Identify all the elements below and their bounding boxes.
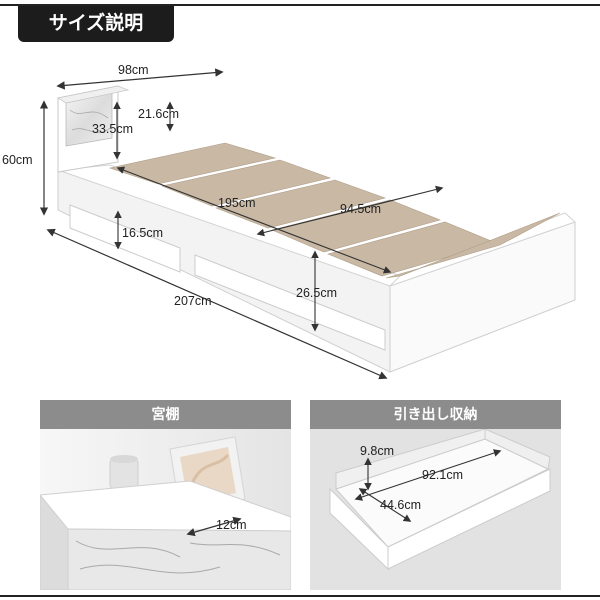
shelf-panel-title: 宮棚	[151, 406, 180, 422]
drawer-panel-image: 9.8cm 92.1cm 44.6cm	[310, 429, 561, 590]
width-label: 98cm	[118, 63, 149, 77]
inner-width-label: 94.5cm	[340, 202, 381, 216]
inner-length-label: 195cm	[218, 196, 256, 210]
drawer-height-label: 9.8cm	[360, 444, 394, 458]
page-title: サイズ説明	[18, 6, 174, 42]
shelf-panel-image: 12cm	[40, 429, 291, 590]
cup-icon	[109, 458, 139, 490]
drawer-height-label: 16.5cm	[122, 226, 163, 240]
drawer-length-label: 92.1cm	[422, 468, 463, 482]
dimension-lines	[39, 68, 444, 380]
bed-diagram: 98cm 60cm 21.6cm 33.5cm 195cm 94.5cm 16.…	[2, 63, 576, 380]
bottom-divider	[0, 595, 600, 597]
shelf-panel-header: 宮棚	[40, 400, 291, 429]
total-length-label: 207cm	[174, 294, 212, 308]
shelf-depth-label: 12cm	[216, 518, 247, 532]
headboard-shelf-height-label: 21.6cm	[138, 107, 179, 121]
height-label: 60cm	[2, 153, 33, 167]
drawer-panel-header: 引き出し収納	[310, 400, 561, 429]
top-divider	[0, 4, 600, 6]
drawer-panel-title: 引き出し収納	[393, 406, 478, 422]
headboard-height-label: 33.5cm	[92, 122, 133, 136]
headboard	[56, 85, 130, 173]
drawer-width-label: 44.6cm	[380, 498, 421, 512]
frame-height-label: 26.5cm	[296, 286, 337, 300]
